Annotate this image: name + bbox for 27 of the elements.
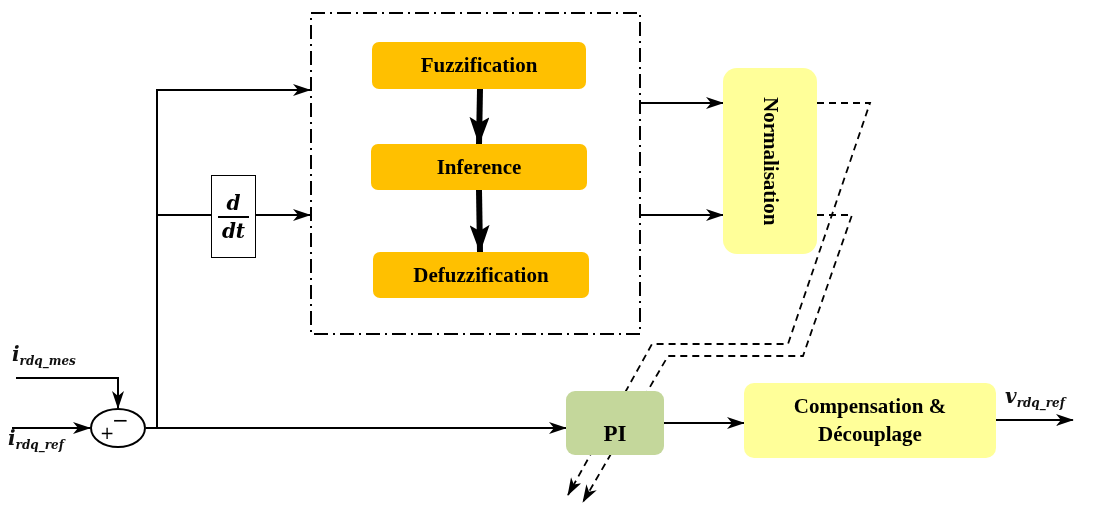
process-box: Inference (371, 144, 587, 190)
block-label: Normalisation (757, 96, 783, 226)
arrow (995, 414, 1074, 426)
denominator: dt (217, 215, 250, 244)
process-box: Defuzzification (373, 252, 589, 298)
signal-label: i$_{rdq_ref}$ (8, 428, 88, 464)
process-box: Compensation & Découplage (744, 383, 996, 458)
arrow (469, 189, 490, 253)
arrow (255, 209, 311, 221)
sign: + (100, 425, 115, 442)
sign: − (112, 410, 129, 430)
controller-box: PI (566, 391, 664, 455)
numerator: d (226, 189, 241, 216)
arrow (640, 97, 724, 109)
summing-junction (90, 408, 146, 448)
arrow (663, 417, 745, 429)
arrow (15, 377, 124, 409)
process-box: Fuzzification (372, 42, 586, 89)
arrow (469, 88, 490, 145)
process-box (723, 68, 817, 254)
arrow (640, 209, 724, 221)
signal-label: i$_{rdq_mes}$ (12, 344, 132, 378)
derivative-block (211, 175, 256, 258)
signal-label: v$_{rdq_ref}$ (1005, 386, 1102, 420)
dash-dot-frame (310, 12, 641, 335)
dashed-arrow (567, 102, 872, 496)
arrow (11, 422, 91, 434)
